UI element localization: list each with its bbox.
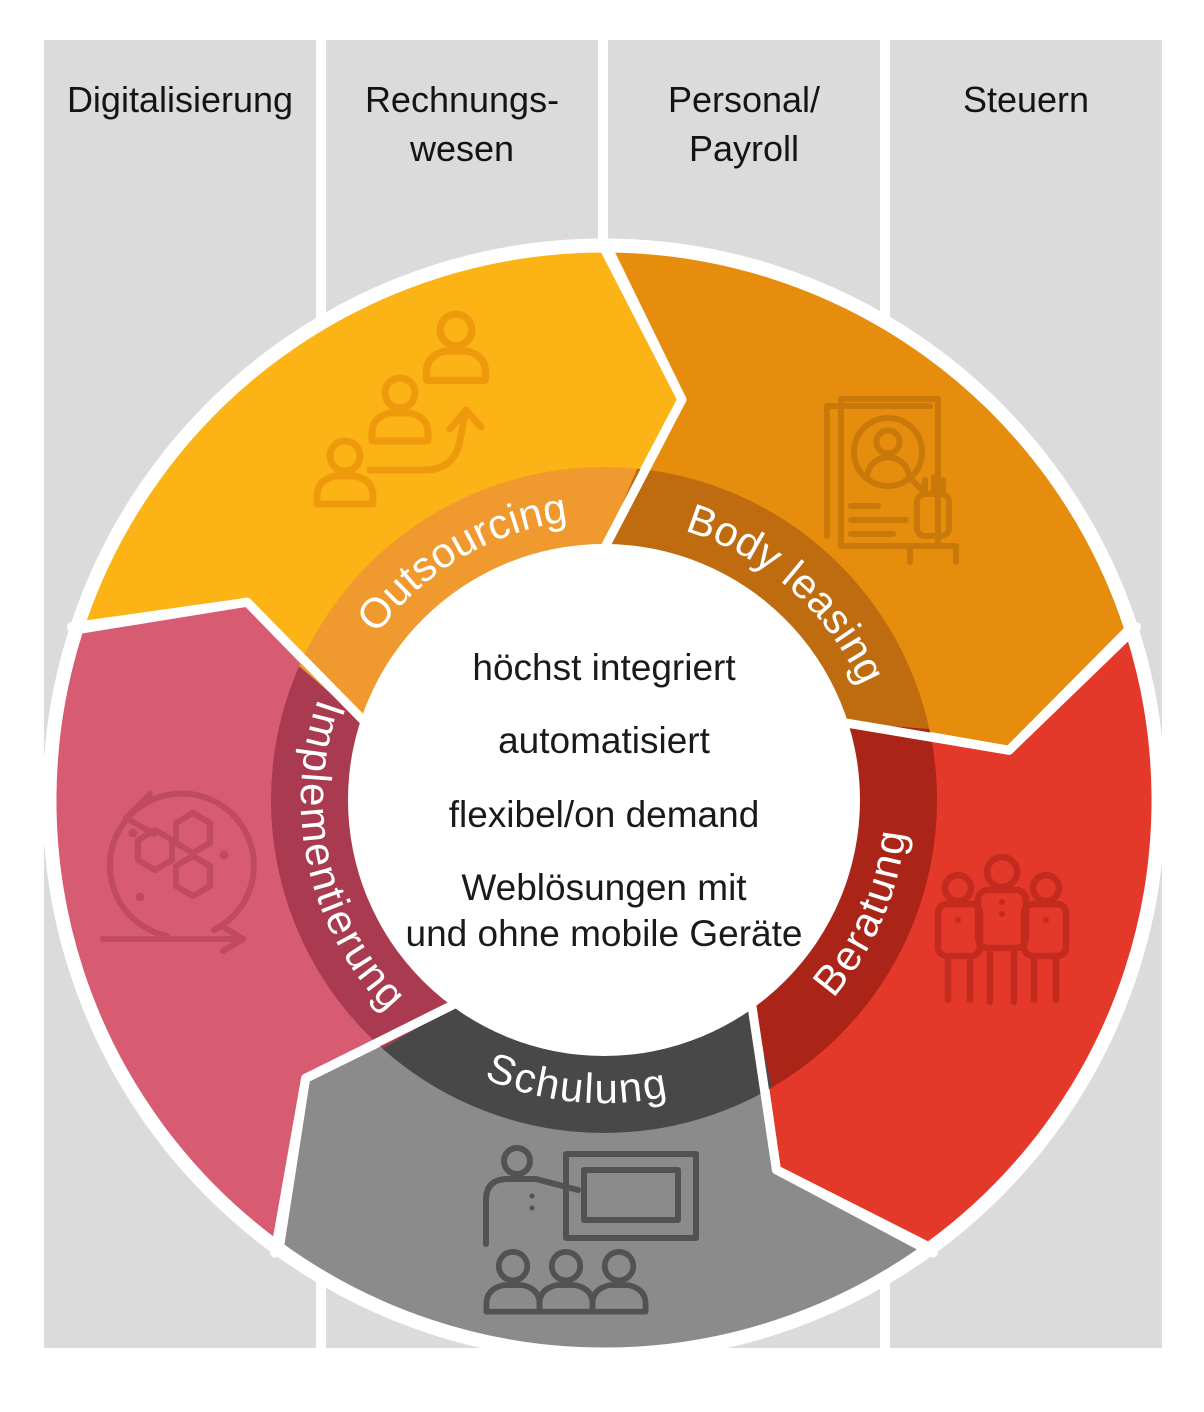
band-beratung [752,721,938,1088]
cv-magnifier-hand-icon [824,396,959,565]
gap-chevron [747,998,938,1258]
band-body-leasing [604,468,930,730]
gap-chevron [66,597,370,727]
team-people-icon [934,853,1070,1006]
segment-bands [271,466,938,1133]
column-header-rechnungswesen: Rechnungs- wesen [364,79,560,169]
center-line: Weblösungen mit und ohne mobile Geräte [405,866,803,954]
band-outsourcing [299,466,638,722]
gap-chevron [838,622,1142,755]
center-line: flexibel/on demand [448,793,760,835]
band-schulung [382,1004,772,1133]
column-header-digitalisierung: Digitalisierung [66,79,294,120]
segment-separators [42,235,1166,1362]
band-implementierung [271,666,456,1049]
column-header-personal-payroll: Personal/ Payroll [667,79,821,169]
agile-iteration-icon [100,790,257,954]
column-header-steuern: Steuern [962,79,1090,120]
gap-chevron [599,235,687,554]
trainer-board-icon [483,1145,699,1312]
gap-chevron [270,998,461,1258]
center-line: automatisiert [498,720,710,762]
center-line: höchst integriert [472,647,736,688]
center-text: höchst integriert automatisiert flexibel… [334,645,874,957]
people-growth-arrow-icon [317,314,485,504]
center-circle [348,544,860,1056]
